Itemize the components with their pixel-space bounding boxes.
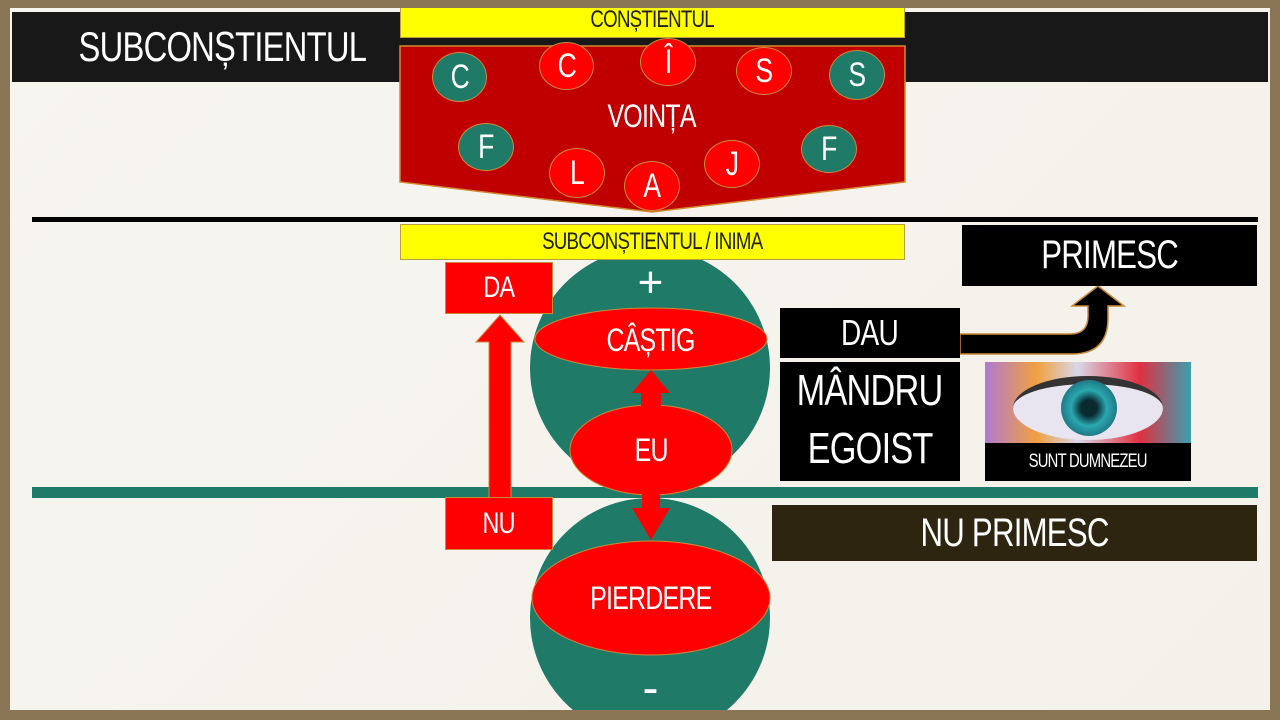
circle-i-red: Î	[640, 38, 696, 86]
minus-sign: -	[642, 661, 659, 711]
slide-title: SUBCONȘTIENTUL	[78, 23, 367, 70]
self-label: EU	[634, 431, 668, 468]
diagram-shapes	[32, 45, 1258, 710]
circle-a-red: A	[624, 161, 680, 211]
circle-f-green-left: F	[458, 123, 514, 171]
conscious-label: CONȘTIENTUL	[400, 8, 905, 38]
will-label: VOINȚA	[607, 97, 697, 134]
plus-sign: +	[637, 258, 664, 307]
receive-box: PRIMESC	[962, 225, 1257, 286]
no-box: NU	[445, 497, 553, 550]
iris	[1061, 380, 1117, 436]
circle-l-red: L	[549, 148, 605, 198]
circle-s-red: S	[736, 47, 792, 95]
give-to-receive-arrow	[959, 285, 1127, 355]
subconscious-label: SUBCONȘTIENTUL / INIMA	[400, 224, 905, 260]
proud-selfish-box: MÂNDRU EGOIST	[780, 362, 960, 481]
give-box: DAU	[780, 308, 960, 358]
eye-caption: SUNT DUMNEZEU	[1028, 451, 1148, 472]
circle-f-green-right: F	[801, 125, 857, 173]
slide: SUBCONȘTIENTUL CONȘTIENTUL VOINȚA C C Î …	[10, 8, 1270, 710]
circle-c-red: C	[539, 42, 594, 90]
circle-c-green: C	[432, 52, 487, 102]
loss-label: PIERDERE	[590, 579, 712, 616]
circle-j-red: J	[704, 140, 760, 188]
circle-s-green: S	[829, 50, 885, 100]
proud-label: MÂNDRU	[797, 366, 944, 415]
arrow-up-gain	[632, 370, 670, 406]
divider-black	[32, 217, 1258, 222]
eye-image: SUNT DUMNEZEU	[985, 362, 1191, 481]
selfish-label: EGOIST	[807, 424, 934, 473]
yes-box: DA	[445, 262, 553, 314]
loss-ellipse	[531, 540, 771, 656]
gain-label: CÂȘTIG	[606, 321, 696, 358]
arrow-no-to-yes	[474, 314, 526, 499]
not-receive-box: NU PRIMESC	[772, 505, 1257, 561]
eye-picture	[985, 362, 1191, 443]
arrow-down-loss	[632, 494, 670, 540]
